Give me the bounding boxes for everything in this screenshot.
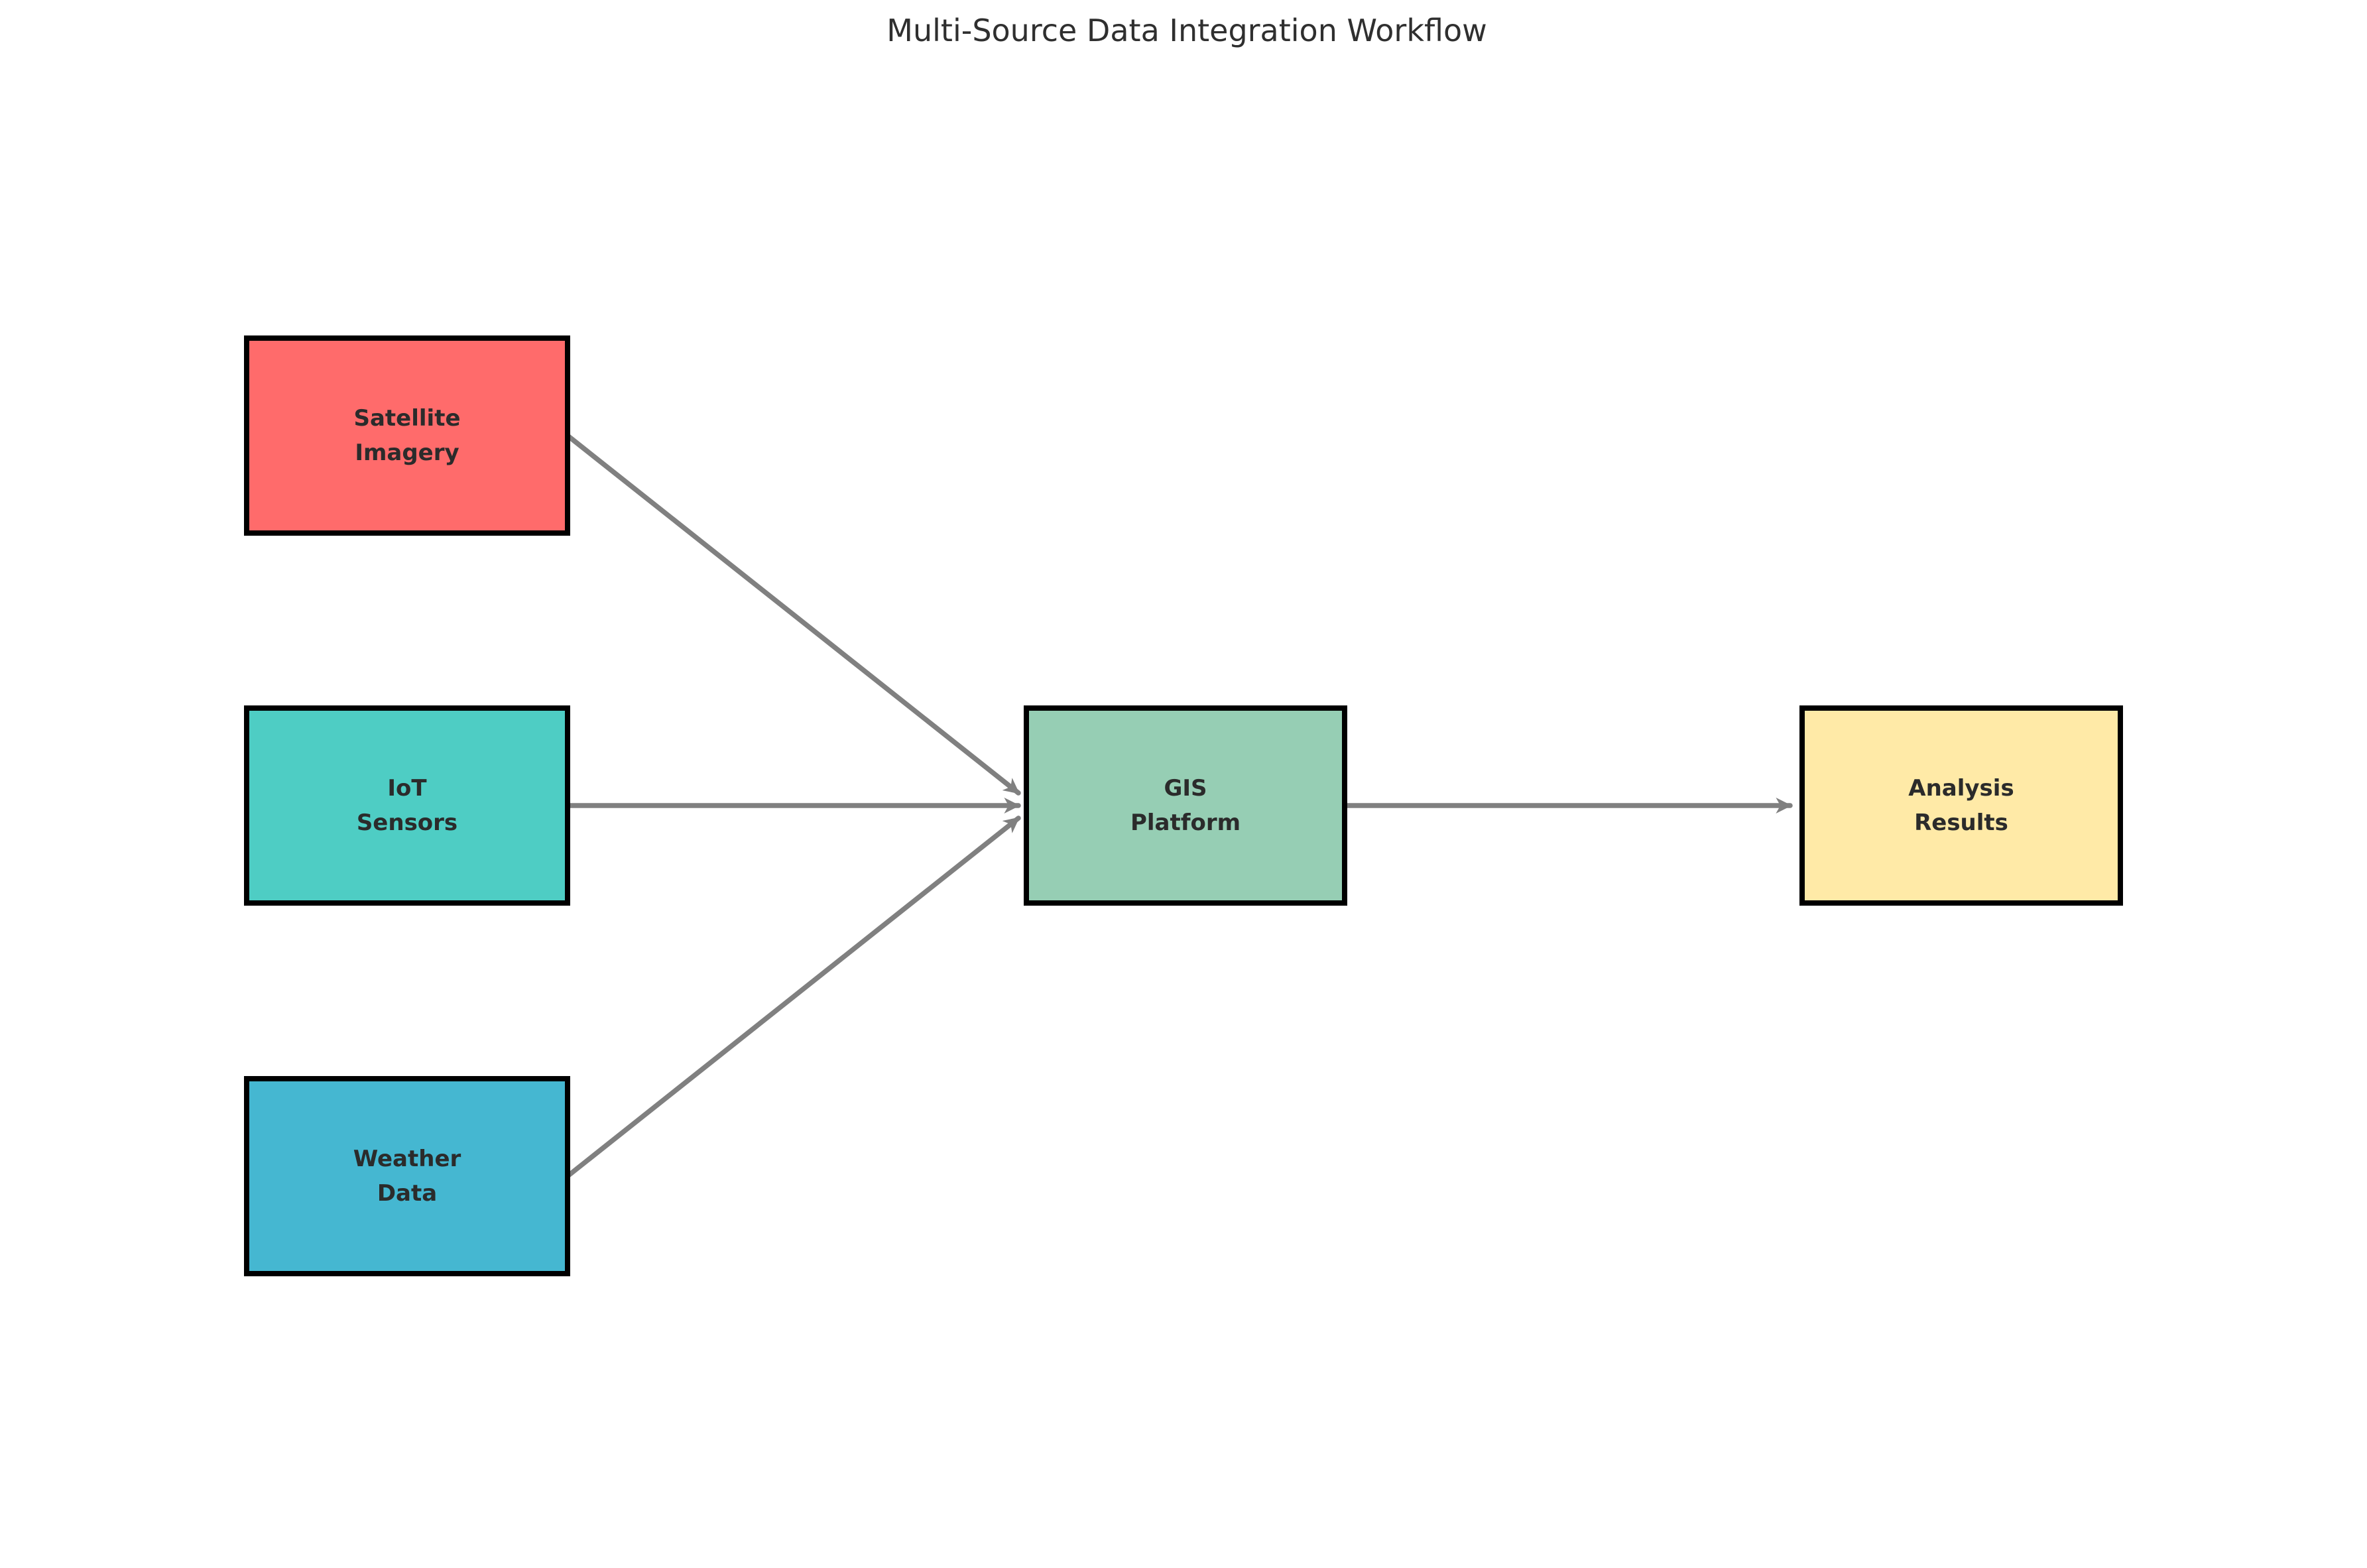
node-gis-platform-label-line2: Platform bbox=[1130, 810, 1241, 836]
node-satellite-imagery: Satellite Imagery bbox=[244, 335, 570, 536]
edge-satellite-imagery-to-gis-platform bbox=[565, 433, 1021, 796]
node-gis-platform: GIS Platform bbox=[1024, 705, 1347, 906]
node-satellite-imagery-label-line1: Satellite bbox=[353, 405, 460, 432]
node-weather-data-box bbox=[244, 1076, 570, 1276]
node-analysis-results-label-line1: Analysis bbox=[1908, 775, 2014, 802]
node-satellite-imagery-label-line2: Imagery bbox=[355, 440, 459, 466]
diagram-title: Multi-Source Data Integration Workflow bbox=[886, 13, 1487, 48]
node-iot-sensors-label-line2: Sensors bbox=[357, 810, 457, 836]
node-iot-sensors: IoT Sensors bbox=[244, 705, 570, 906]
node-analysis-results: Analysis Results bbox=[1799, 705, 2123, 906]
edge-weather-data-to-gis-platform bbox=[565, 815, 1021, 1179]
node-gis-platform-box bbox=[1024, 705, 1347, 906]
node-gis-platform-label-line1: GIS bbox=[1164, 775, 1207, 802]
node-weather-data: Weather Data bbox=[244, 1076, 570, 1276]
node-iot-sensors-box bbox=[244, 705, 570, 906]
node-satellite-imagery-box bbox=[244, 335, 570, 536]
node-analysis-results-box bbox=[1799, 705, 2123, 906]
node-analysis-results-label-line2: Results bbox=[1914, 810, 2008, 836]
node-weather-data-label-line2: Data bbox=[377, 1180, 437, 1207]
edges bbox=[565, 433, 1793, 1179]
node-weather-data-label-line1: Weather bbox=[353, 1146, 461, 1172]
node-iot-sensors-label-line1: IoT bbox=[387, 775, 427, 802]
